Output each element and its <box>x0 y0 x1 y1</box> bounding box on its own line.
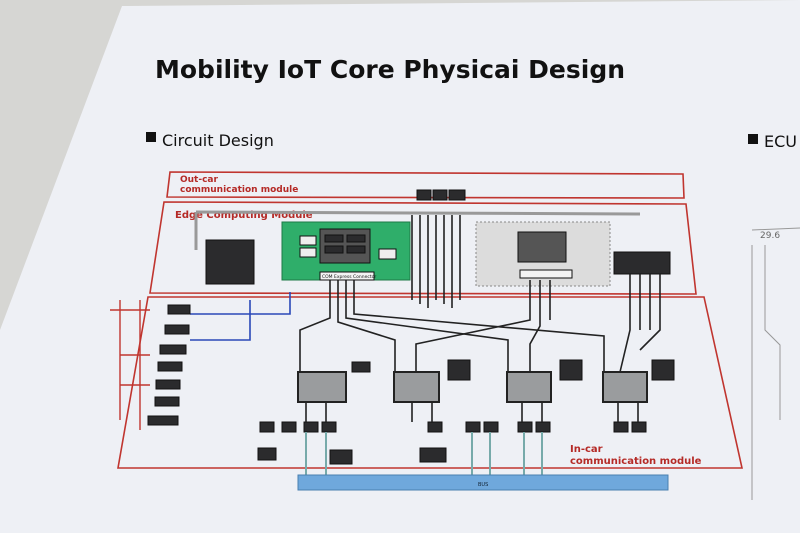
regulator <box>154 396 180 407</box>
cpu-core <box>346 234 366 243</box>
mcu-chip-4 <box>602 371 648 403</box>
io-block <box>378 248 397 260</box>
out-car-label-2: communication module <box>180 185 298 195</box>
gnss-chip <box>448 189 466 201</box>
mcu-chip-1 <box>297 371 347 403</box>
in-car-module-box <box>117 296 743 469</box>
regulator <box>159 344 187 355</box>
peripheral-chip <box>447 359 471 381</box>
storage-module <box>205 239 255 285</box>
side-number: 29.6 <box>760 231 780 241</box>
bus-label: BUS <box>478 482 488 488</box>
edge-module-label: Edge Computing Module <box>175 210 313 221</box>
section-circuit-design: Circuit Design <box>162 131 274 150</box>
regulator <box>157 361 183 372</box>
bullet-icon <box>748 134 758 144</box>
transceivers <box>257 402 647 476</box>
cpu-core <box>324 234 344 243</box>
memory-block <box>299 247 317 258</box>
regulator <box>167 304 191 315</box>
regulator <box>164 324 190 335</box>
regulator <box>155 379 181 390</box>
mcu-chip-3 <box>506 371 552 403</box>
secondary-connector <box>519 269 573 279</box>
lte-chip <box>416 189 432 201</box>
peripheral-chip <box>559 359 583 381</box>
edge-computing-module-box <box>149 201 697 295</box>
gateway-module <box>613 251 671 275</box>
com-express-connector <box>319 271 375 281</box>
cpu-core <box>324 245 344 254</box>
out-car-module-box <box>166 171 685 199</box>
in-car-label-1: In-car <box>570 444 603 455</box>
bullet-icon <box>146 132 156 142</box>
regulator <box>147 415 179 426</box>
mcu-chip-2 <box>393 371 440 403</box>
peripheral-chip <box>651 359 675 381</box>
section-ecu: ECU <box>764 132 797 151</box>
in-car-label-2: communication module <box>570 456 702 467</box>
peripheral-chip <box>351 361 371 373</box>
com-express-label: COM Express Connector <box>322 274 376 280</box>
ecu-outline <box>751 227 800 500</box>
secondary-cpu-block <box>517 231 567 263</box>
gray-backbone <box>194 210 641 250</box>
poster-title: Mobility IoT Core Physicai Design <box>155 55 625 84</box>
wifi-chip <box>432 189 448 201</box>
memory-block <box>299 235 317 246</box>
bus-bar <box>297 474 669 491</box>
cpu-core <box>346 245 366 254</box>
wire-bundle <box>110 215 661 430</box>
out-car-label-1: Out-car <box>180 175 219 185</box>
